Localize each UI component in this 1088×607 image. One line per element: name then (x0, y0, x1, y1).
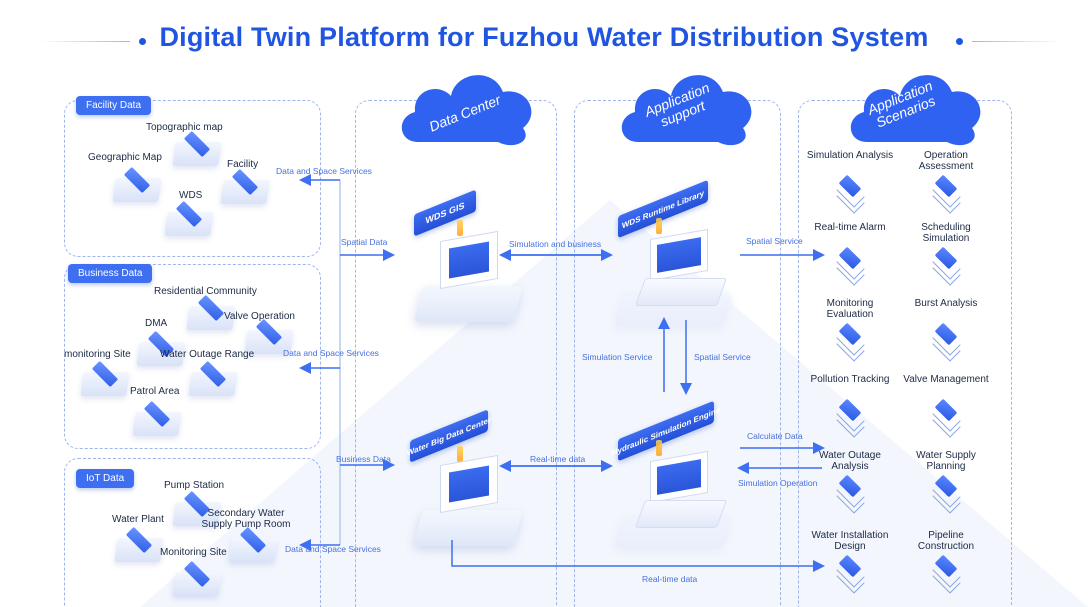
scenario-stack-icon (929, 174, 963, 216)
title-dot-right (956, 38, 963, 45)
facility-panel (64, 100, 321, 257)
iot-panel (64, 458, 321, 607)
scenario-stack-icon (929, 474, 963, 516)
scenario-label: Water Installation Design (811, 530, 889, 552)
flow-label: Real-time data (530, 454, 586, 464)
big-data-beam (457, 446, 463, 462)
flow-label: Data and Space Services (283, 348, 379, 358)
facility-item: WDS (179, 190, 203, 201)
flow-label: Simulation Service (582, 352, 653, 362)
scenario-stack-icon (833, 322, 867, 364)
iot-item: Water Plant (112, 514, 164, 525)
scenario-stack-icon (833, 398, 867, 440)
business-item: Patrol Area (130, 386, 180, 397)
business-item: Valve Operation (224, 311, 295, 322)
flow-label: Data and Space Services (285, 544, 381, 554)
scenario-label: Simulation Analysis (806, 150, 894, 161)
scenario-label: Burst Analysis (914, 298, 978, 309)
facility-data-header: Facility Data (76, 96, 152, 115)
flow-label: Business Data (336, 454, 391, 464)
title-line-right (972, 41, 1062, 42)
flow-label: Spatial Service (746, 236, 803, 246)
scenario-label: Pollution Tracking (810, 374, 890, 385)
scenario-stack-icon (929, 322, 963, 364)
runtime-beam (656, 218, 662, 234)
business-data-header: Business Data (68, 264, 153, 283)
iot-item: Secondary Water Supply Pump Room (201, 508, 291, 530)
page-title: Digital Twin Platform for Fuzhou Water D… (159, 22, 929, 52)
app-scenarios-cloud (850, 75, 981, 146)
flow-label: Real-time data (642, 574, 698, 584)
facility-item: Facility (227, 159, 259, 170)
flow-label: Data and Space Services (276, 166, 372, 176)
wds-gis-beam (457, 220, 463, 236)
scenario-label: Water Supply Planning (916, 450, 976, 472)
facility-item: Geographic Map (88, 152, 162, 163)
scenario-label: Monitoring Evaluation (826, 298, 874, 320)
title-dot-left (139, 38, 146, 45)
facility-item: Topographic map (146, 122, 223, 133)
business-item: DMA (145, 318, 168, 329)
scenario-label: Operation Assessment (918, 150, 974, 172)
scenario-stack-icon (929, 398, 963, 440)
business-item: Residential Community (154, 286, 257, 297)
flow-label: Spatial Data (341, 237, 388, 247)
flow-label: Simulation Operation (738, 478, 818, 488)
business-panel (64, 264, 321, 449)
iot-item: Monitoring Site (160, 547, 227, 558)
scenario-stack-icon (929, 246, 963, 288)
scenario-label: Real-time Alarm (814, 222, 886, 233)
scenario-label: Water Outage Analysis (819, 450, 881, 472)
business-item: Water Outage Range (160, 349, 255, 360)
scenario-stack-icon (929, 554, 963, 596)
data-center-cloud (401, 75, 532, 146)
flow-label: Spatial Service (694, 352, 751, 362)
flow-label: Simulation and business (509, 239, 602, 249)
scenario-stack-icon (833, 474, 867, 516)
iot-data-header: IoT Data (76, 469, 135, 488)
scenario-stack-icon (833, 246, 867, 288)
flow-label: Calculate Data (747, 431, 803, 441)
scenario-label: Valve Management (903, 374, 989, 385)
engine-beam (656, 440, 662, 456)
app-support-cloud (621, 75, 752, 146)
title-line-left (40, 41, 130, 42)
business-item: monitoring Site (64, 349, 131, 360)
scenario-label: Scheduling Simulation (921, 222, 971, 244)
scenario-stack-icon (833, 554, 867, 596)
scenario-stack-icon (833, 174, 867, 216)
arrow-realtime-bottom (451, 540, 825, 572)
iot-item: Pump Station (164, 480, 225, 491)
scenario-label: Pipeline Construction (917, 530, 975, 552)
